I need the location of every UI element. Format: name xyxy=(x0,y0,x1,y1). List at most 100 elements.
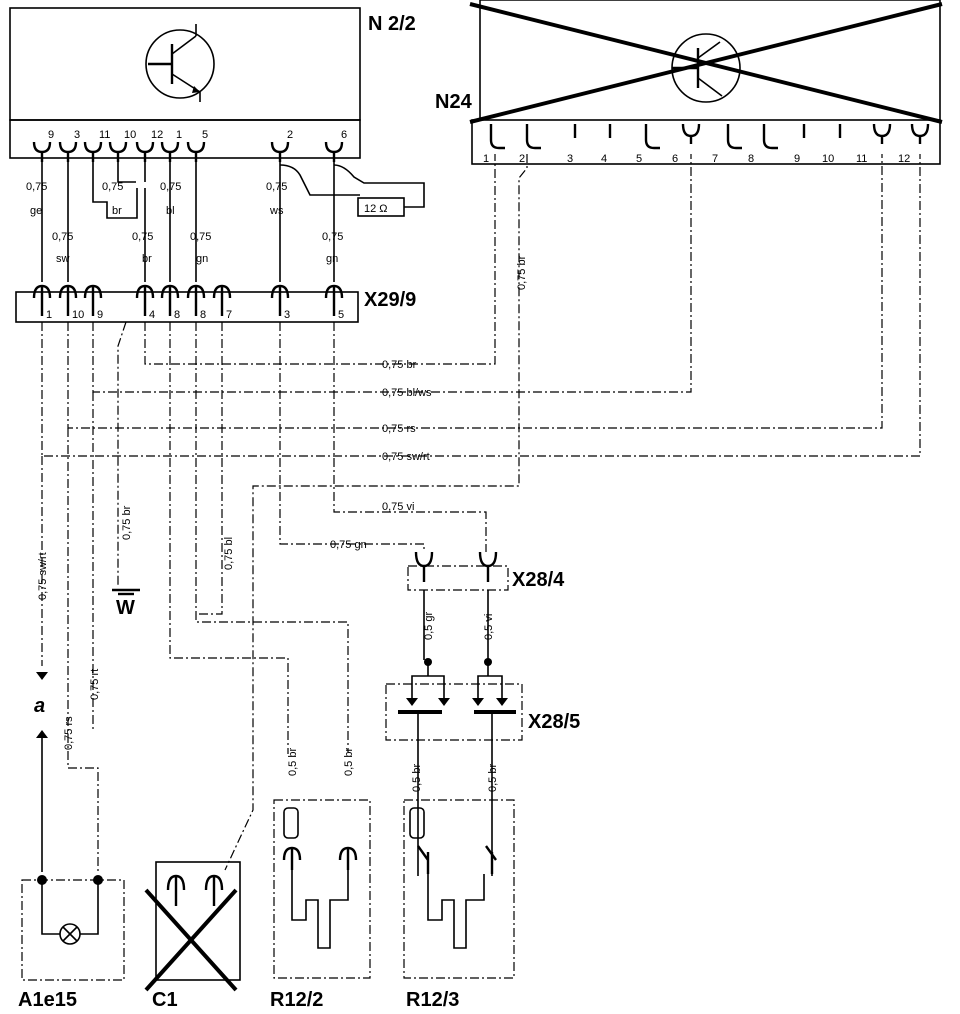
n24-pin-label: 1 xyxy=(483,153,489,165)
n24-pin-label: 4 xyxy=(601,153,607,165)
cross-wire-label: 0,75 bl/ws xyxy=(382,387,432,399)
x29-pin-label: 3 xyxy=(284,309,290,321)
x29-pin-label: 7 xyxy=(226,309,232,321)
cross-wire-label: 0,75 br xyxy=(516,255,528,290)
n22-pin-label: 9 xyxy=(48,129,54,141)
resistor-icon xyxy=(357,197,405,217)
coil-icon xyxy=(409,807,425,839)
wire-color: br xyxy=(142,253,152,265)
x29-pin-label: 8 xyxy=(174,309,180,321)
connector-x28-4: X28/4 xyxy=(407,551,565,666)
r12-3-label: R12/3 xyxy=(406,989,459,1011)
component-a1e15: A1e15 xyxy=(18,875,125,1011)
n24-pin-label: 12 xyxy=(898,153,910,165)
wire-color: gn xyxy=(196,253,208,265)
arrow-a-label: a xyxy=(34,695,45,717)
wire-color: ws xyxy=(269,205,284,217)
n24-pin-numbers: 1 2 3 4 5 6 7 8 9 10 11 12 xyxy=(483,153,910,165)
n22-pin-label: 12 xyxy=(151,129,163,141)
x28-4-label: X28/4 xyxy=(512,569,565,591)
wire-size: 0,75 xyxy=(26,181,47,193)
wire-color: br xyxy=(112,205,122,217)
n24-pin-label: 2 xyxy=(519,153,525,165)
n22-pin-label: 6 xyxy=(341,129,347,141)
ground-label: W xyxy=(116,597,135,619)
n22-pin-numbers: 9 3 11 10 12 1 5 2 6 xyxy=(48,129,347,141)
n22-pin-label: 3 xyxy=(74,129,80,141)
c1-label: C1 xyxy=(152,989,178,1011)
vertical-wire-label: 0,75 sw/rt xyxy=(37,552,49,600)
ground-w: W xyxy=(112,588,140,619)
wire-size: 0,75 xyxy=(322,231,343,243)
x29-pin-label: 4 xyxy=(149,309,155,321)
wire-size: 0,75 xyxy=(160,181,181,193)
module-n22: N 2/2 xyxy=(9,7,416,159)
n24-pin-sockets xyxy=(489,123,930,150)
upper-wire-labels: 0,75 ge 0,75 br 0,75 bl 0,75 ws 0,75 sw … xyxy=(26,181,343,265)
n24-label: N24 xyxy=(435,91,473,113)
n22-pin-label: 11 xyxy=(99,129,110,141)
resistor-label: 12 Ω xyxy=(364,203,388,215)
n24-pin-label: 9 xyxy=(794,153,800,165)
n24-pin-label: 3 xyxy=(567,153,573,165)
x29-pin-label: 1 xyxy=(46,309,52,321)
wire-color: bl xyxy=(166,205,175,217)
wire-size: 0,75 xyxy=(102,181,123,193)
vertical-wire-label: 0,5 br xyxy=(287,748,299,776)
vertical-wire-label: 0,75 rt xyxy=(89,669,101,700)
cross-wires xyxy=(41,154,921,872)
vertical-wire-label: 0,75 bl xyxy=(223,537,235,570)
vertical-wire-labels: 0,75 sw/rt 0,75 rs 0,75 br 0,75 rt 0,75 … xyxy=(37,505,499,792)
wire-size: 0,75 xyxy=(190,231,211,243)
arrow-a: a xyxy=(34,672,48,872)
n24-pin-label: 5 xyxy=(636,153,642,165)
transistor-icon xyxy=(145,24,215,102)
wire-color: sw xyxy=(56,253,70,265)
x29-pin-label: 9 xyxy=(97,309,103,321)
vertical-wire-label: 0,5 gr xyxy=(423,612,435,640)
a1e15-label: A1e15 xyxy=(18,989,77,1011)
wire-color: gn xyxy=(326,253,338,265)
component-c1: C1 xyxy=(144,861,241,1011)
cross-wire-labels: 0,75 br 0,75 bl/ws 0,75 rs 0,75 sw/rt 0,… xyxy=(330,255,528,551)
n24-pin-label: 6 xyxy=(672,153,678,165)
cross-wire-label: 0,75 br xyxy=(382,359,417,371)
wire-size: 0,75 xyxy=(52,231,73,243)
n22-pin-label: 2 xyxy=(287,129,293,141)
r12-2-label: R12/2 xyxy=(270,989,323,1011)
wire-size: 0,75 xyxy=(266,181,287,193)
n22-pin-label: 1 xyxy=(176,129,182,141)
vertical-wire-label: 0,75 br xyxy=(121,505,133,540)
lamp-icon xyxy=(59,923,81,945)
cross-wire-label: 0,75 gn xyxy=(330,539,367,551)
coil-icon xyxy=(283,807,299,839)
cross-wire-label: 0,75 vi xyxy=(382,501,414,513)
n22-pin-sockets xyxy=(32,141,344,162)
x29-9-label: X29/9 xyxy=(364,289,416,311)
n24-pin-label: 11 xyxy=(856,153,867,165)
connector-x29-9: 1 10 9 4 8 8 7 3 5 X29/9 xyxy=(15,284,416,323)
vertical-wire-label: 0,5 br xyxy=(343,748,355,776)
component-r12-3: R12/3 xyxy=(403,799,515,1011)
vertical-wire-label: 0,5 br xyxy=(411,764,423,792)
module-n24: N24 xyxy=(435,0,943,165)
n24-pin-label: 8 xyxy=(748,153,754,165)
n22-pin-label: 5 xyxy=(202,129,208,141)
connector-x28-5: X28/5 xyxy=(385,662,580,876)
n22-label: N 2/2 xyxy=(368,13,416,35)
cross-wire-label: 0,75 sw/rt xyxy=(382,451,430,463)
cross-wire-label: 0,75 rs xyxy=(382,423,416,435)
n22-pin-label: 10 xyxy=(124,129,136,141)
x29-pin-label: 10 xyxy=(72,309,84,321)
vertical-wire-label: 0,5 br xyxy=(487,764,499,792)
component-r12-2: R12/2 xyxy=(270,799,371,1011)
vertical-wire-label: 0,75 rs xyxy=(63,716,75,750)
x28-5-label: X28/5 xyxy=(528,711,580,733)
n24-pin-label: 10 xyxy=(822,153,834,165)
n24-pin-label: 7 xyxy=(712,153,718,165)
vertical-wire-label: 0,5 vi xyxy=(483,614,495,640)
x29-pin-label: 5 xyxy=(338,309,344,321)
wire-size: 0,75 xyxy=(132,231,153,243)
x29-pin-label: 8 xyxy=(200,309,206,321)
